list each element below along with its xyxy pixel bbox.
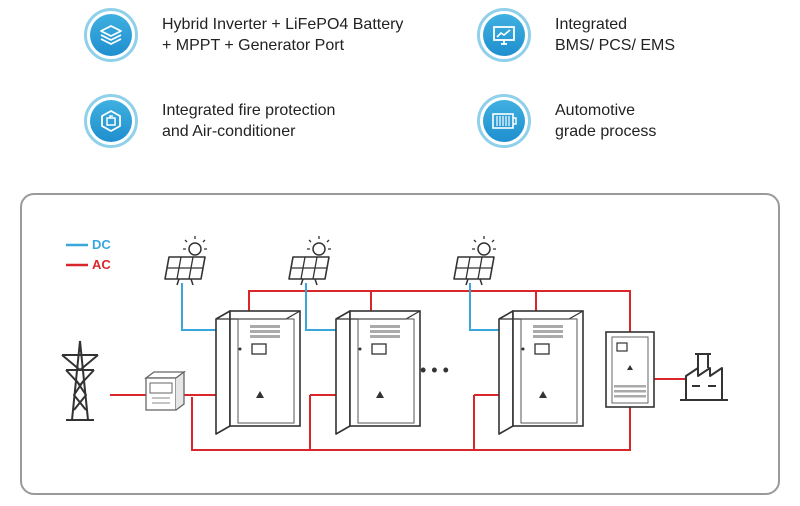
- feature-line: grade process: [555, 123, 657, 140]
- meter-box-icon: [144, 370, 186, 411]
- fire-protection-icon: [84, 94, 138, 148]
- ac-legend-label: AC: [92, 257, 111, 272]
- more-cabinets-ellipsis: • • •: [420, 360, 449, 380]
- feature-bms-pcs-ems: Integrated BMS/ PCS/ EMS: [477, 8, 675, 62]
- system-diagram-panel: [20, 193, 780, 495]
- monitor-chart-icon: [477, 8, 531, 62]
- energy-storage-cabinet: [215, 310, 301, 435]
- feature-text: Automotive grade process: [555, 100, 656, 142]
- feature-hybrid-inverter: Hybrid Inverter + LiFePO4 Battery + MPPT…: [84, 8, 403, 62]
- layers-icon: [84, 8, 138, 62]
- feature-line: + MPPT + Generator Port: [162, 37, 345, 54]
- battery-module-icon: [477, 94, 531, 148]
- feature-fire-protection: Integrated fire protection and Air-condi…: [84, 94, 335, 148]
- factory-load-icon: [680, 353, 728, 401]
- solar-panel-icon: [288, 235, 332, 286]
- feature-line: Automotive: [555, 102, 636, 119]
- feature-line: Integrated fire protection: [162, 102, 336, 119]
- solar-panel-icon: [164, 235, 208, 286]
- dc-legend-label: DC: [92, 237, 111, 252]
- feature-line: Integrated: [555, 16, 628, 33]
- ac-wiring: [110, 290, 686, 451]
- feature-line: and Air-conditioner: [162, 123, 296, 140]
- feature-automotive-grade: Automotive grade process: [477, 94, 656, 148]
- power-conversion-cabinet: [605, 331, 655, 408]
- dc-wiring: [181, 283, 500, 331]
- solar-panel-icon: [453, 235, 497, 286]
- feature-text: Hybrid Inverter + LiFePO4 Battery + MPPT…: [162, 14, 403, 56]
- energy-storage-cabinet: [498, 310, 584, 435]
- feature-line: Hybrid Inverter + LiFePO4 Battery: [162, 16, 404, 33]
- feature-text: Integrated fire protection and Air-condi…: [162, 100, 335, 142]
- feature-text: Integrated BMS/ PCS/ EMS: [555, 14, 675, 56]
- feature-line: BMS/ PCS/ EMS: [555, 37, 676, 54]
- power-grid-tower-icon: [61, 340, 99, 421]
- energy-storage-cabinet: [335, 310, 421, 435]
